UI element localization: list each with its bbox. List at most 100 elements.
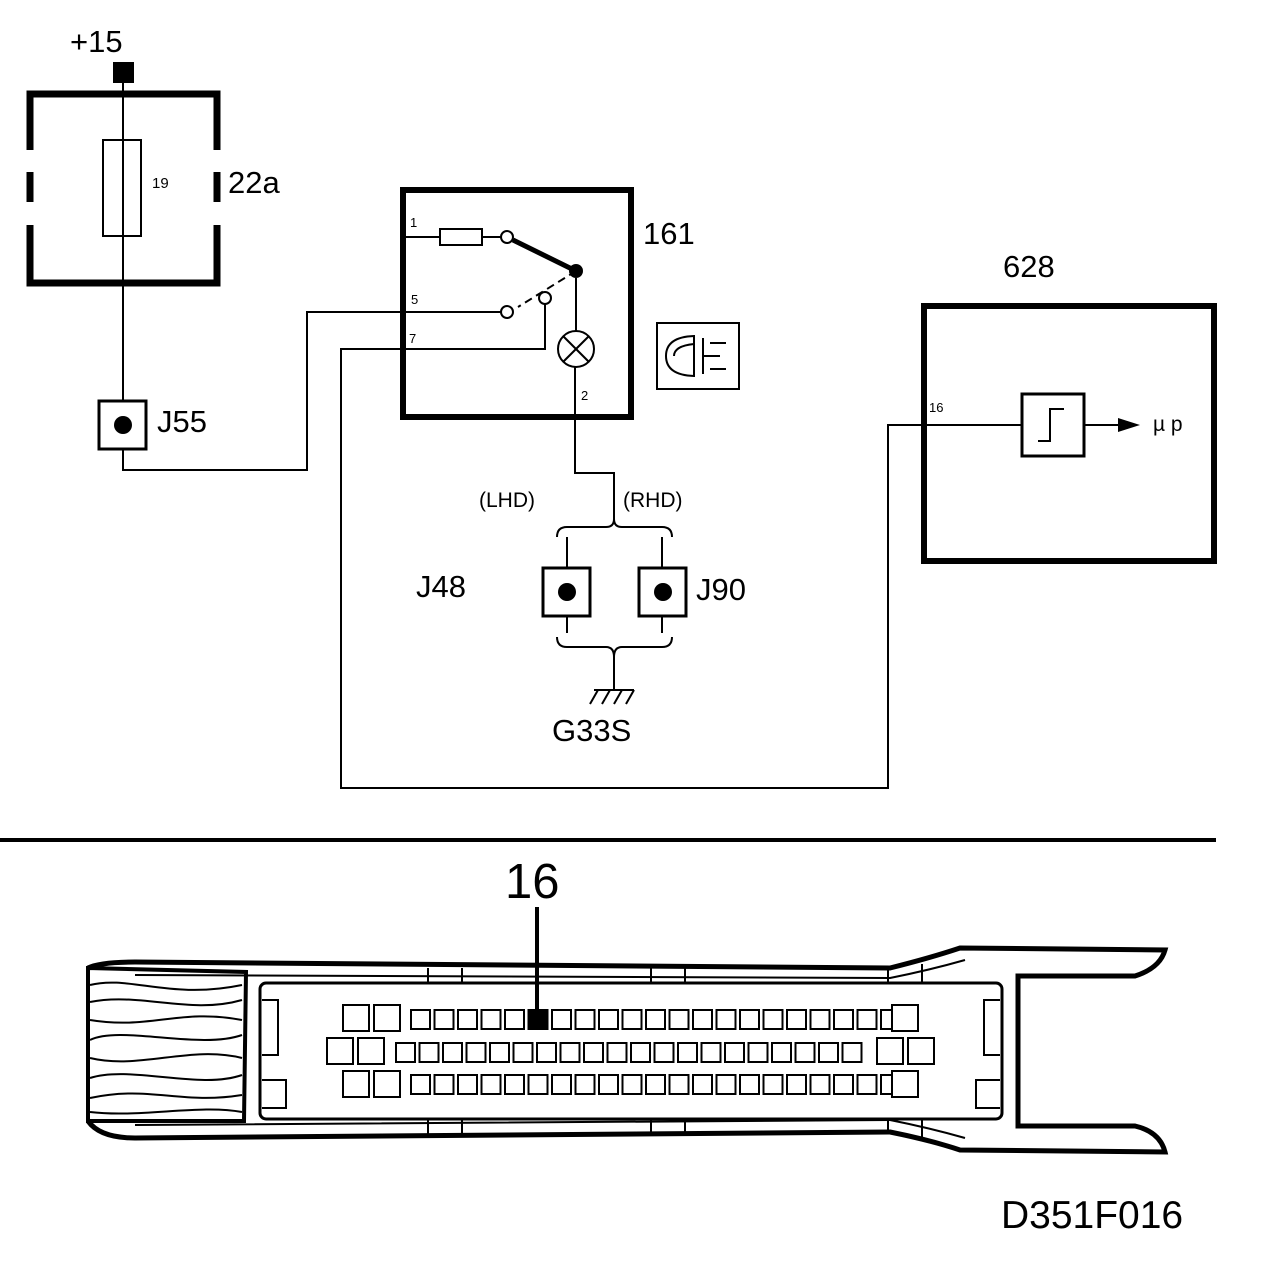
connector-pin: [668, 1074, 690, 1095]
connector-pin: [559, 1042, 581, 1063]
fuse-box-label: 22a: [228, 165, 280, 200]
connector-pin: [357, 1037, 385, 1065]
schmitt-trigger-icon: [1020, 392, 1086, 458]
connector-pin: [551, 1074, 572, 1095]
connector-pin: [373, 1070, 401, 1098]
connector-j55: [97, 399, 148, 451]
connector-j48-label: J48: [416, 569, 466, 604]
connector-pin-number: 16: [505, 855, 560, 909]
module-pin-label: 16: [929, 400, 943, 415]
connector-pin: [771, 1042, 792, 1063]
connector-pin: [739, 1009, 760, 1030]
connector-pin: [645, 1074, 666, 1095]
connector-pin: [907, 1037, 935, 1065]
connector-pin: [457, 1074, 478, 1095]
split-brace-top: [556, 518, 673, 538]
connector-pin: [504, 1009, 525, 1030]
connector-pin: [326, 1037, 354, 1065]
connector-pin: [621, 1074, 643, 1095]
rhd-label: (RHD): [623, 489, 682, 512]
supply-label: +15: [70, 24, 123, 59]
connector-pin-16: [527, 1009, 549, 1030]
connector-pin: [410, 1074, 431, 1095]
connector-pin: [551, 1009, 572, 1030]
connector-pin: [606, 1042, 628, 1063]
figure-code: D351F016: [1001, 1194, 1183, 1237]
pin-7-label: 7: [409, 331, 416, 346]
fuse-number: 19: [152, 175, 169, 192]
connector-pin: [762, 1074, 784, 1095]
connector-j55-label: J55: [157, 404, 207, 439]
connector-pin: [809, 1074, 831, 1095]
connector-pin: [856, 1074, 878, 1095]
connector-pin: [410, 1009, 431, 1030]
connector-pin: [645, 1009, 666, 1030]
connector-pin: [692, 1009, 713, 1030]
connector-pin: [342, 1070, 370, 1098]
connector-pin: [583, 1042, 604, 1063]
connector-pin: [809, 1009, 831, 1030]
connector-pin: [598, 1009, 619, 1030]
indicator-lamp-icon: [557, 330, 595, 368]
pin-1-label: 1: [410, 215, 417, 230]
ground-label: G33S: [552, 713, 631, 748]
connector-pin: [504, 1074, 525, 1095]
connector-pin: [342, 1004, 370, 1032]
connector-pin: [465, 1042, 487, 1063]
connector-pin: [668, 1009, 690, 1030]
connector-pin: [841, 1042, 863, 1063]
connector-pin: [653, 1042, 675, 1063]
connector-pin: [762, 1009, 784, 1030]
connector-pin: [856, 1009, 878, 1030]
output-arrow-icon: [1118, 418, 1140, 432]
supply-terminal: +15: [70, 24, 134, 83]
connector-pin: [489, 1042, 510, 1063]
connector-pin: [833, 1009, 854, 1030]
connector-pin: [747, 1042, 769, 1063]
connector-pin: [442, 1042, 463, 1063]
control-module-label: 628: [1003, 249, 1055, 284]
switch-unit-label: 161: [643, 216, 695, 251]
ecu-connector: [85, 945, 1169, 1155]
connector-pin-grid: [326, 1004, 935, 1098]
connector-pin: [692, 1074, 713, 1095]
connector-j90-label: J90: [696, 572, 746, 607]
switch-arm: [511, 237, 578, 274]
connector-pin: [574, 1009, 596, 1030]
switch-unit: [400, 187, 634, 420]
connector-pin: [891, 1004, 919, 1032]
switch-link: [517, 270, 577, 308]
connector-pin: [833, 1074, 854, 1095]
connector-pin: [574, 1074, 596, 1095]
pin-5-label: 5: [411, 292, 418, 307]
cable-bundle: [86, 965, 249, 1123]
connector-pin: [373, 1004, 401, 1032]
connector-pin: [527, 1074, 549, 1095]
connector-pin: [739, 1074, 760, 1095]
connector-pin: [480, 1009, 502, 1030]
connector-pin: [433, 1009, 455, 1030]
connector-pin: [395, 1042, 416, 1063]
fog-lamp-icon: [656, 322, 740, 390]
connector-pin: [621, 1009, 643, 1030]
connector-pin: [630, 1042, 651, 1063]
connector-pin: [700, 1042, 722, 1063]
resistor: [439, 228, 483, 246]
connector-pin: [598, 1074, 619, 1095]
connector-pin: [724, 1042, 745, 1063]
connector-pin: [876, 1037, 904, 1065]
ground-symbol: [589, 689, 635, 705]
lhd-label: (LHD): [479, 489, 535, 512]
connector-pin: [677, 1042, 698, 1063]
connector-pin: [818, 1042, 839, 1063]
connector-pin: [794, 1042, 816, 1063]
connector-j90: [637, 566, 688, 618]
connector-pin: [891, 1070, 919, 1098]
connector-pin: [786, 1074, 807, 1095]
module-output-label: µ p: [1153, 413, 1183, 436]
connector-pin: [715, 1009, 737, 1030]
connector-pin: [786, 1009, 807, 1030]
connector-pin: [715, 1074, 737, 1095]
